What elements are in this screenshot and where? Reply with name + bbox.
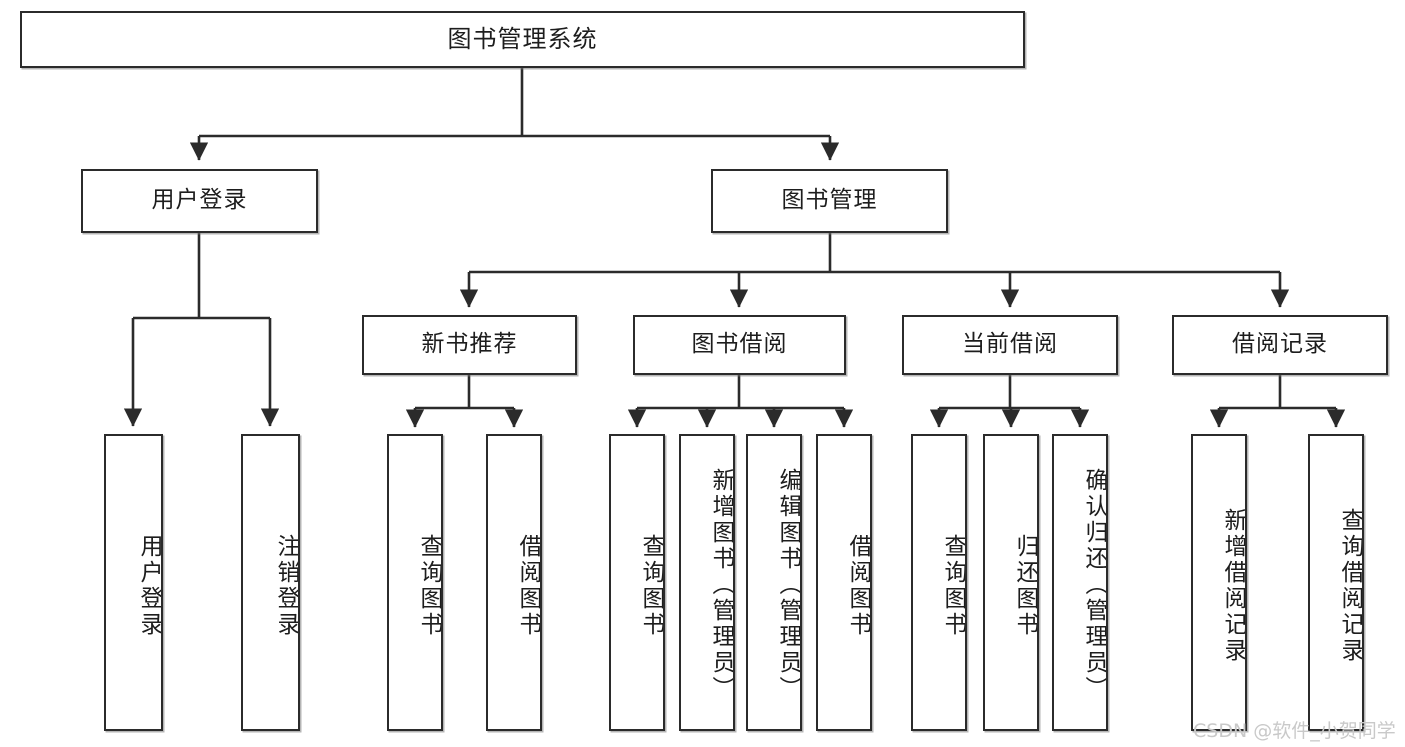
leaf-query-book-2[interactable]: 查询图书 — [609, 434, 665, 731]
node-current-borrow[interactable]: 当前借阅 — [902, 315, 1118, 375]
leaf-borrow-book-1[interactable]: 借阅图书 — [486, 434, 542, 731]
node-new-book-recommend[interactable]: 新书推荐 — [362, 315, 577, 375]
leaf-user-login[interactable]: 用户登录 — [104, 434, 163, 731]
leaf-return-book[interactable]: 归还图书 — [983, 434, 1039, 731]
node-borrow-record[interactable]: 借阅记录 — [1172, 315, 1388, 375]
leaf-query-book-1[interactable]: 查询图书 — [387, 434, 443, 731]
node-book-manage[interactable]: 图书管理 — [711, 169, 948, 233]
leaf-add-book[interactable]: 新增图书（管理员） — [679, 434, 735, 731]
leaf-borrow-book-2[interactable]: 借阅图书 — [816, 434, 872, 731]
tree-connectors — [123, 68, 1346, 428]
leaf-logout[interactable]: 注销登录 — [241, 434, 300, 731]
leaf-query-record[interactable]: 查询借阅记录 — [1308, 434, 1364, 731]
leaf-query-book-3[interactable]: 查询图书 — [911, 434, 967, 731]
node-user-login[interactable]: 用户登录 — [81, 169, 318, 233]
leaf-add-record[interactable]: 新增借阅记录 — [1191, 434, 1247, 731]
node-book-borrow[interactable]: 图书借阅 — [633, 315, 846, 375]
node-root[interactable]: 图书管理系统 — [20, 11, 1025, 68]
leaf-edit-book[interactable]: 编辑图书（管理员） — [746, 434, 802, 731]
leaf-confirm-return[interactable]: 确认归还（管理员） — [1052, 434, 1108, 731]
